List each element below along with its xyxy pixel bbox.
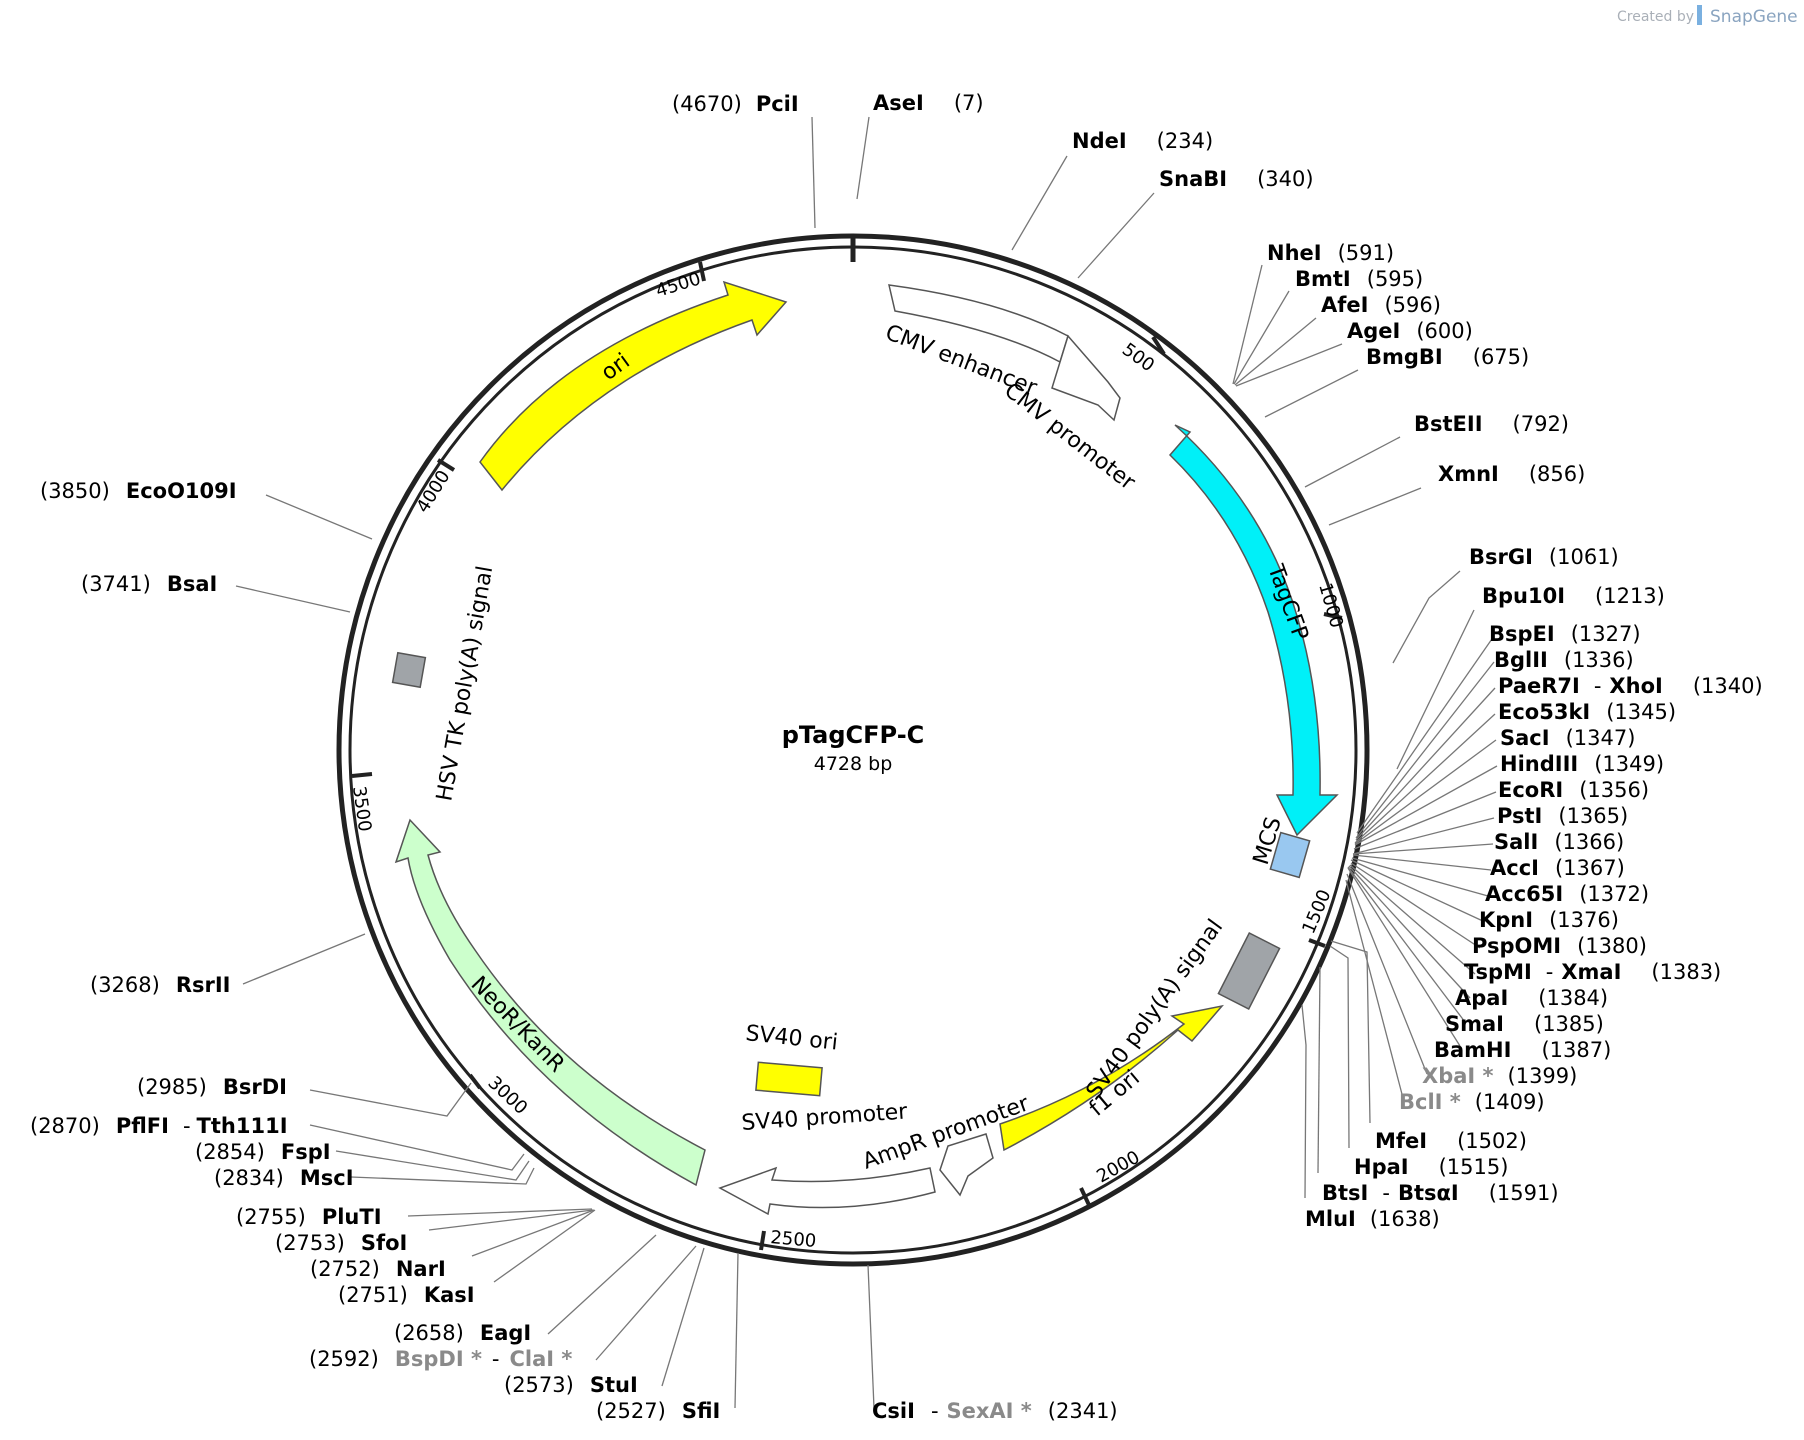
site-label-bamhi: BamHI(1387) [1434,1038,1611,1062]
site-label-bsteii: BstEII(792) [1414,412,1569,436]
feature-ori[interactable] [479,280,788,492]
feature-label-sv40-ori: SV40 ori [744,1021,839,1056]
site-label-kpni: KpnI(1376) [1479,908,1619,932]
site-label-bpu10i: Bpu10I(1213) [1482,584,1665,608]
site-label-ecoo109i: (3850)EcoO109I [40,479,237,503]
site-label-apai: ApaI(1384) [1455,986,1608,1010]
feature-sv40-ori[interactable] [755,1061,823,1097]
site-label-rsrii: (3268)RsrII [90,973,231,997]
site-label-pluti: (2755)PluTI [236,1205,382,1229]
tick-label-2500: 2500 [770,1227,817,1252]
site-label-nhei: NheI(591) [1267,241,1394,265]
credit-prefix: Created by [1617,9,1694,25]
site-label-afei: AfeI(596) [1321,293,1441,317]
site-label-saci: SacI(1347) [1500,726,1635,750]
site-label-bmti: BmtI(595) [1295,267,1423,291]
site-label-bsai: (3741)BsaI [81,572,217,596]
site-label-bcli: BclI *(1409) [1399,1090,1545,1114]
snapgene-credit: Created by SnapGene [1617,5,1798,27]
site-label-smai: SmaI(1385) [1445,1012,1604,1036]
feature-hsv-tk-polya-signal[interactable] [391,651,427,689]
backbone [336,233,1370,1267]
feature-label-neor-kanr: NeoR/KanR [466,972,569,1078]
site-label-sfii: (2527)SfiI [596,1399,720,1423]
feature-mcs[interactable] [1269,831,1311,879]
site-label-acc65i: Acc65I(1372) [1485,882,1649,906]
site-labels: (4670)PciI AseI(7) NdeI(234) SnaBI(340) … [30,91,1763,1423]
site-label-ndei: NdeI(234) [1072,129,1213,153]
feature-f1-ori[interactable] [999,1004,1224,1152]
site-label-bsrgi: BsrGI(1061) [1469,545,1619,569]
site-label-sfoi: (2753)SfoI [275,1231,407,1255]
tick-marks: 500 1000 1500 2000 2500 3000 3500 4000 4… [348,261,1347,1252]
site-label-bsrdi: (2985)BsrDI [137,1075,287,1099]
site-leaders [235,116,1498,1409]
site-label-paer7i-xhoi: PaeR7I-XhoI(1340) [1498,674,1763,698]
site-label-msci: (2834)MscI [214,1166,354,1190]
site-label-mfei: MfeI(1502) [1375,1129,1527,1153]
feature-tagcfp[interactable] [1168,424,1339,837]
site-label-pflfi-tth111i: (2870)PflFI-Tth111I [30,1114,288,1138]
site-label-pspomi: PspOMI(1380) [1472,934,1647,958]
site-label-acci: AccI(1367) [1490,856,1625,880]
credit-brand: SnapGene [1710,7,1798,27]
site-label-psti: PstI(1365) [1497,804,1628,828]
feature-cmv-promoter[interactable] [1051,334,1121,422]
site-label-ecori: EcoRI(1356) [1498,778,1649,802]
tick-label-3500: 3500 [348,785,375,833]
site-label-nari: (2752)NarI [310,1257,446,1281]
features [391,280,1339,1216]
site-label-bspdi-clai: (2592)BspDI *-ClaI * [309,1347,572,1371]
site-label-xmni: XmnI(856) [1438,462,1585,486]
feature-ampr-promoter[interactable] [939,1133,994,1197]
site-label-bmgbi: BmgBI(675) [1366,345,1529,369]
site-label-xbai: XbaI *(1399) [1422,1064,1577,1088]
site-label-hpai: HpaI(1515) [1354,1155,1508,1179]
feature-sv40-promoter[interactable] [718,1166,936,1216]
site-label-asei: AseI(7) [873,91,984,115]
site-label-eagi: (2658)EagI [394,1321,531,1345]
site-label-stui: (2573)StuI [504,1373,638,1397]
plasmid-length: 4728 bp [814,753,893,775]
feature-label-sv40-promoter: SV40 promoter [741,1099,909,1136]
feature-label-hsv-tk-polya-signal: HSV TK poly(A) signal [432,564,498,803]
site-label-hindiii: HindIII(1349) [1500,752,1664,776]
feature-neor-kanr[interactable] [394,818,706,1187]
site-label-eco53ki: Eco53kI(1345) [1498,700,1676,724]
plasmid-name: pTagCFP-C [782,721,925,749]
site-label-sali: SalI(1366) [1494,830,1624,854]
site-label-btsi-btsai: BtsI-BtsαI(1591) [1322,1181,1559,1205]
site-label-csii-sexai: CsiI-SexAI *(2341) [872,1399,1118,1423]
site-label-bspei: BspEI(1327) [1489,622,1641,646]
site-label-pcii: (4670)PciI [672,92,799,116]
site-label-tspmi-xmai: TspMI-XmaI(1383) [1464,960,1721,984]
site-label-fspi: (2854)FspI [195,1140,331,1164]
site-label-kasi: (2751)KasI [338,1283,475,1307]
site-label-agei: AgeI(600) [1347,319,1473,343]
snapgene-logo-icon [1697,5,1702,25]
feature-sv40-polya-signal[interactable] [1217,931,1281,1011]
site-label-mlui: MluI(1638) [1305,1207,1440,1231]
site-label-snabi: SnaBI(340) [1159,167,1314,191]
site-label-bglii: BglII(1336) [1494,648,1634,672]
